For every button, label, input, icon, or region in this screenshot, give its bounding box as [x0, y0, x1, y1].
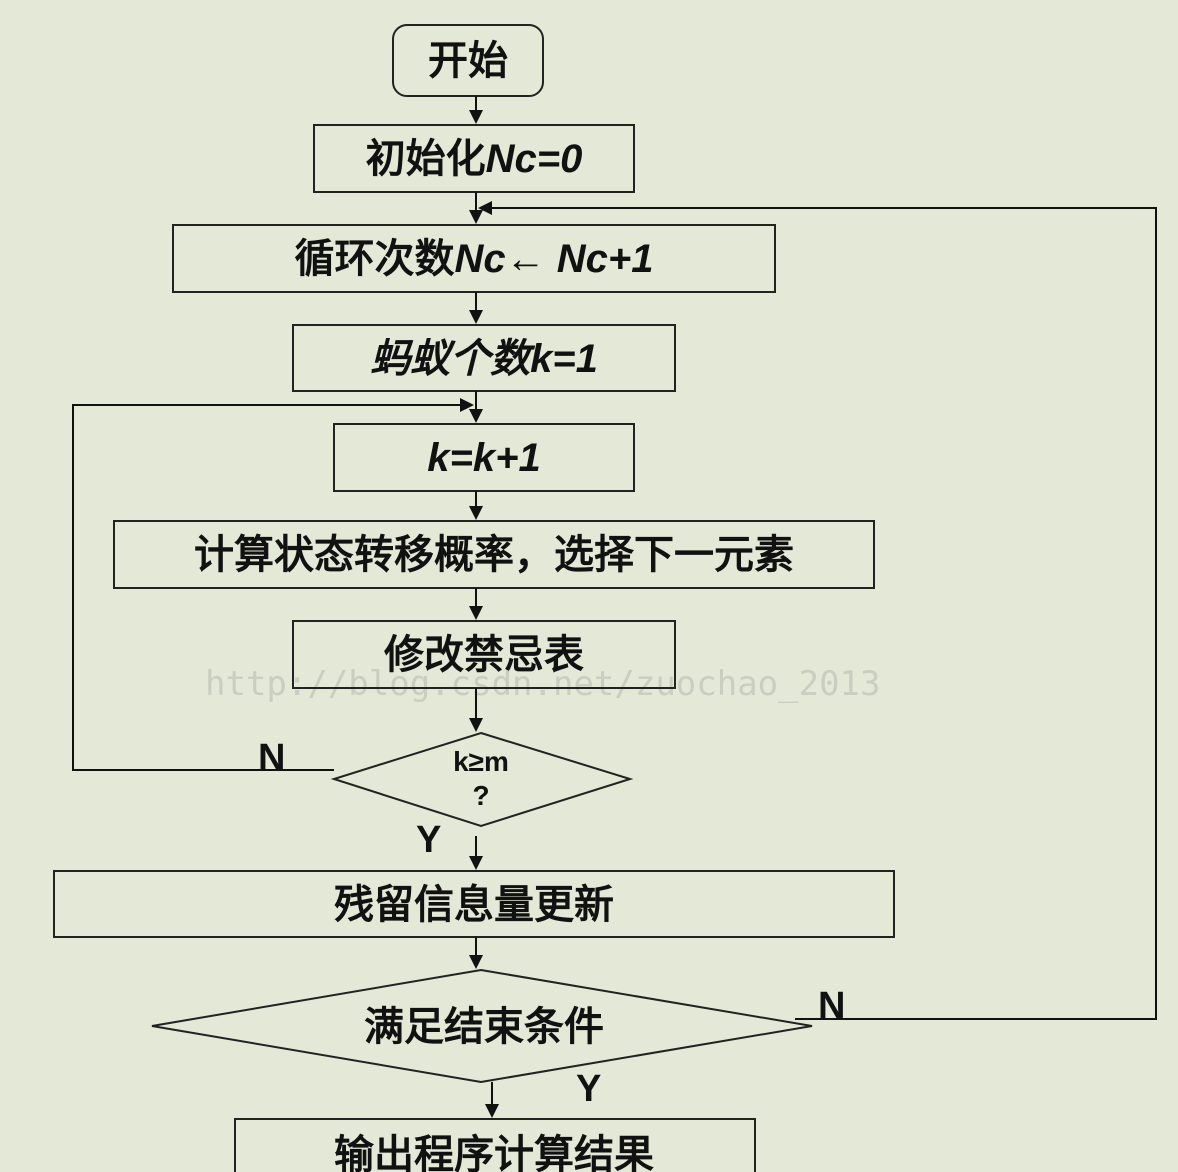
- watermark-text: http://blog.csdn.net/zuochao_2013: [205, 664, 881, 704]
- branch-label-d2-no: N: [818, 985, 845, 1027]
- node-decision-k-line2: ?: [472, 780, 489, 811]
- svg-text:循环次数Nc← Nc+1: 循环次数Nc← Nc+1: [295, 235, 654, 282]
- node-compute-label: 计算状态转移概率，选择下一元素: [194, 531, 794, 578]
- node-update-label: 残留信息量更新: [334, 881, 614, 928]
- node-decision-k-line1: k≥m: [453, 746, 509, 777]
- edge-init-loop: [469, 192, 483, 224]
- node-loop-expr: Nc← Nc+1: [455, 237, 654, 281]
- edge-decision2-no-loop: [478, 201, 1157, 1020]
- node-ants-label: 蚂蚁个数: [370, 335, 536, 382]
- node-start-label: 开始: [428, 37, 508, 84]
- node-modify-label: 修改禁忌表: [384, 631, 584, 678]
- node-loop-counter: 循环次数Nc← Nc+1: [172, 224, 776, 293]
- branch-label-d1-yes: Y: [416, 819, 441, 861]
- branch-label-d1-no: N: [258, 737, 285, 779]
- node-increment-label: k=k+1: [427, 436, 540, 480]
- edge-ants-increment: [469, 391, 483, 423]
- node-decision-end: 满足结束条件: [151, 968, 813, 1084]
- node-decision-end-label: 满足结束条件: [364, 1003, 604, 1050]
- edge-modify-decision1: [469, 688, 483, 732]
- edge-start-init: [469, 96, 483, 124]
- node-output-label: 输出程序计算结果: [334, 1131, 654, 1172]
- svg-text:蚂蚁个数k=1: 蚂蚁个数k=1: [370, 335, 598, 382]
- node-update: 残留信息量更新: [53, 870, 895, 938]
- edge-decision2-output: [485, 1082, 499, 1118]
- node-ants-count: 蚂蚁个数k=1: [292, 324, 676, 392]
- node-init-label: 初始化: [366, 135, 486, 182]
- node-start: 开始: [392, 24, 544, 97]
- branch-label-d2-yes: Y: [576, 1068, 601, 1110]
- edge-decision1-no-loop: [72, 398, 474, 771]
- node-compute: 计算状态转移概率，选择下一元素: [113, 520, 875, 589]
- node-output: 输出程序计算结果: [234, 1118, 756, 1172]
- svg-text:初始化Nc=0: 初始化Nc=0: [366, 135, 583, 182]
- node-init-var: Nc=0: [486, 137, 583, 181]
- node-ants-expr: k=1: [530, 337, 598, 381]
- edge-loop-ants: [469, 292, 483, 324]
- edge-increment-compute: [469, 491, 483, 520]
- edge-compute-modify: [469, 588, 483, 620]
- edge-update-decision2: [469, 937, 483, 969]
- node-modify: 修改禁忌表: [292, 620, 676, 689]
- node-init: 初始化Nc=0: [313, 124, 635, 193]
- edge-decision1-update: [469, 836, 483, 870]
- node-decision-k: k≥m ?: [330, 731, 634, 828]
- node-loop-label: 循环次数: [295, 235, 455, 282]
- node-increment: k=k+1: [333, 423, 635, 492]
